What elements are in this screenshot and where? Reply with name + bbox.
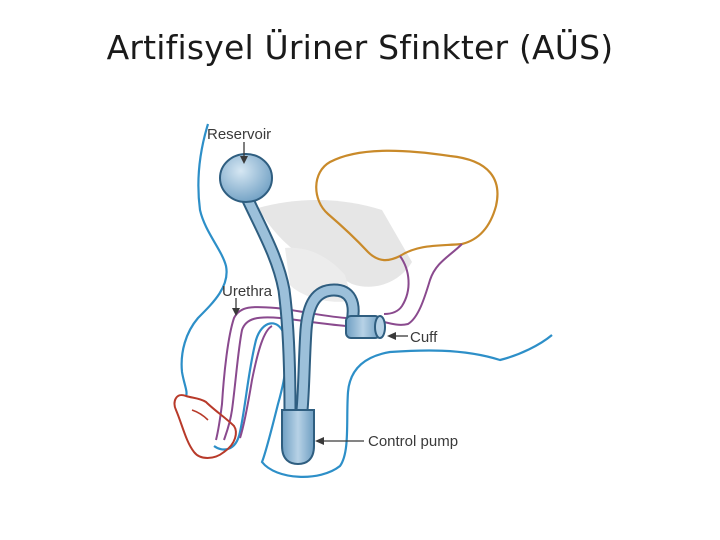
- reservoir-label: Reservoir: [207, 126, 271, 143]
- slide-title: Artifisyel Üriner Sfinkter (AÜS): [106, 28, 614, 67]
- control-pump-pointer: [315, 437, 364, 445]
- glans-outline: [173, 394, 237, 459]
- bladder-inner-wall-2: [383, 255, 410, 315]
- cuff-tubing-fill: [297, 285, 358, 415]
- reservoir-pointer: [240, 142, 248, 164]
- body-outline: [180, 123, 228, 397]
- glans-inner: [191, 409, 209, 421]
- reservoir-tubing-fill: [243, 195, 295, 415]
- bladder-inner-wall: [383, 243, 463, 326]
- control-pump: [281, 409, 315, 466]
- cuff-label: Cuff: [410, 329, 438, 346]
- control-pump-label: Control pump: [368, 433, 458, 450]
- urethra-pointer: [232, 298, 240, 316]
- bladder-outline: [315, 149, 499, 262]
- cuff-pointer: [387, 332, 408, 340]
- pelvic-bone-shadow: [258, 199, 412, 287]
- penile-shaft-outline: [239, 325, 273, 439]
- urethral-cuff-opening: [374, 315, 386, 339]
- urethra-label: Urethra: [222, 283, 273, 300]
- body-outline-penis-lower: [213, 322, 553, 478]
- reservoir-balloon: [219, 153, 273, 203]
